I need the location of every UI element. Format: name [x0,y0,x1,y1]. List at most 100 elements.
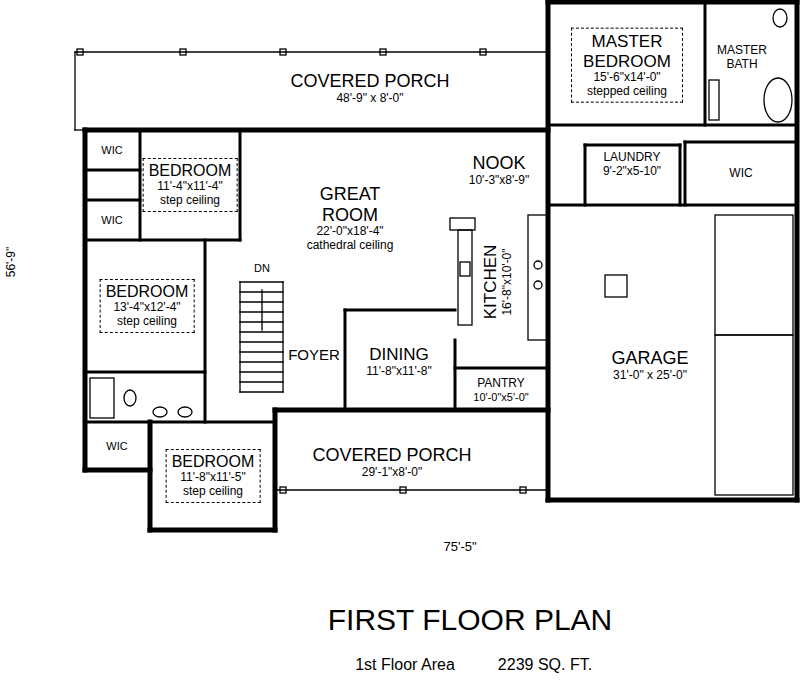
inner-wall [584,145,587,205]
fixture [178,407,192,417]
fixture [715,215,793,335]
fixture-group [77,49,793,495]
outer-wall [273,410,278,530]
outer-wall [795,2,800,500]
room-name: GARAGE [611,348,688,369]
inner-wall [139,130,142,240]
thin-line [240,281,283,282]
room-label: GARAGE31'-0" x 25'-0" [611,348,688,382]
room-name: WIC [729,167,752,181]
fixture [715,335,793,495]
room-note: 13'-4"x12'-4" [106,301,189,315]
inner-wall [344,310,347,410]
room-label: MASTER BEDROOM15'-6"x14'-0"stepped ceili… [571,28,683,103]
room-name: COVERED PORCH [312,445,471,466]
fixture [458,230,472,325]
outer-wall [548,0,797,5]
room-label: LAUNDRY9'-2"x5-10" [603,151,661,179]
thin-line [275,489,548,490]
room-note: 48'-9" x 8'-0" [290,91,449,105]
thin-line [239,282,240,392]
room-label: GREAT ROOM22'-0"x18'-4"cathedral ceiling [307,184,394,253]
inner-wall [585,144,680,147]
fixture [90,378,114,418]
fixture [480,49,486,55]
outer-wall [85,468,150,473]
room-note: step ceiling [172,485,255,499]
thin-line [240,391,283,392]
fixture [528,215,548,340]
thin-line [240,381,283,382]
thin-line [75,129,85,130]
room-name: COVERED PORCH [290,71,449,92]
inner-wall [85,239,240,242]
inner-wall [679,145,682,205]
room-label: COVERED PORCH29'-1"x8'-0" [312,445,471,479]
room-name: LAUNDRY [603,151,661,165]
room-label: BEDROOM11'-8"x11'-5"step ceiling [166,449,261,503]
outer-wall [275,408,548,413]
room-name: PANTRY [473,377,528,391]
room-note: 22'-0"x18'-4" [307,225,394,239]
fixture [605,275,627,297]
fixture [534,261,542,269]
fixture [153,407,167,417]
fixture [280,487,286,493]
area-note: 2239 SQ. FT. [498,656,592,674]
thin-line-group [75,52,548,490]
room-note: 10'-3"x8'-9" [469,173,529,187]
inner-wall [204,240,207,422]
room-label: FOYER [288,346,340,363]
thin-line [261,290,262,330]
room-label: COVERED PORCH48'-9" x 8'-0" [290,71,449,105]
fixture [77,49,83,55]
room-label: BEDROOM11'-4"x11'-4"step ceiling [143,158,238,212]
room-label: KITCHEN16'-8"x10'-0" [481,245,514,320]
inner-wall-group [85,2,797,422]
outer-wall [83,130,88,470]
room-name: WIC [101,144,122,157]
inner-wall [85,421,275,424]
room-note: step ceiling [149,194,232,208]
room-name: MASTER BEDROOM [577,32,677,71]
fixture [380,49,386,55]
overall-dimension: 75'-5" [443,540,476,555]
room-note: cathedral ceiling [307,239,394,253]
inner-wall [85,169,140,172]
fixture-group [124,9,792,417]
room-label: WIC [729,167,752,181]
thin-line [240,361,283,362]
room-name: MASTER BATH [713,44,771,72]
room-label: NOOK10'-3"x8'-9" [469,153,529,187]
outer-wall [85,128,548,133]
inner-wall [704,2,707,125]
room-name: BEDROOM [149,162,232,180]
room-note: 11'-4"x11'-4" [149,180,232,194]
room-note: 9'-2"x5-10" [603,165,661,179]
inner-wall [455,367,548,370]
fixture [124,390,136,406]
thin-line [240,371,283,372]
inner-wall [85,371,205,374]
thin-line [240,341,283,342]
thin-line [240,331,283,332]
room-note: 10'-0"x5'-0" [473,391,528,404]
room-name: NOOK [469,153,529,174]
thin-line [75,51,548,52]
room-name: BEDROOM [172,453,255,471]
room-name: GREAT ROOM [310,184,390,225]
room-name: DINING [366,345,431,365]
overall-dimension: 56'-9" [5,247,19,278]
room-label: BEDROOM13'-4"x12'-4"step ceiling [100,279,195,333]
inner-wall [684,142,687,205]
fixture [460,262,470,276]
area-note: 1st Floor Area [355,656,455,674]
room-note: 31'-0" x 25'-0" [611,368,688,382]
room-note: 11'-8"x11'-8" [366,365,431,379]
plan-title: FIRST FLOOR PLAN [328,603,613,638]
inner-wall [548,124,797,127]
thin-line [74,52,75,130]
room-note: 16'-8"x10'-0" [501,245,515,320]
room-label: DINING11'-8"x11'-8" [366,345,431,378]
